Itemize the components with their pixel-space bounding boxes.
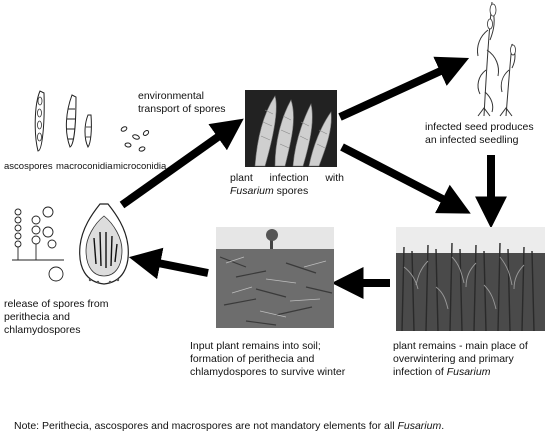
infected-seed-line-2: an infected seedling [425,134,519,146]
plant-remains-fusarium: Fusarium [446,366,491,378]
plant-infection-line-1: plant infection with [230,172,344,184]
input-remains-label: Input plant remains into soil; formation… [190,340,375,379]
env-transport-line-1: environmental [138,90,204,102]
spores-illustration [34,90,150,152]
microconidia-label: microconidia [113,161,167,172]
release-spores-line-2: perithecia and [4,311,70,323]
plant-infection-line-2: Fusarium spores [230,185,344,198]
ascospores-drawing [34,90,45,152]
macroconidia-label: macroconidia [56,161,113,172]
input-remains-line-1: Input plant remains into soil; [190,340,321,352]
footnote-suffix: . [441,420,445,432]
fusarium-italic: Fusarium [230,185,274,197]
spores-word: spores [273,185,309,197]
arrow-wheat-to-field [340,143,471,214]
arrow-wheat-to-plant [338,56,470,121]
env-transport-line-2: transport of spores [138,103,226,115]
input-remains-line-3: chlamydospores to survive winter [190,366,346,378]
wheat-photo [245,90,337,167]
release-spores-label: release of spores from perithecia and ch… [4,298,134,337]
infected-seed-label: infected seed produces an infected seedl… [425,121,550,147]
footnote-prefix: Note: Perithecia, ascospores and macrosp… [14,420,398,432]
plant-remains-label: plant remains - main place of overwinter… [393,340,550,379]
arrow-soil-to-perithecia [128,247,209,280]
ascospores-label: ascospores [4,161,53,172]
plant-infection-label: plant infection with Fusarium spores [230,172,344,198]
plant-remains-line-2: overwintering and primary [393,353,514,365]
footnote: Note: Perithecia, ascospores and macrosp… [14,420,444,432]
plant-remains-line-1: plant remains - main place of [393,340,528,352]
footnote-italic: Fusarium [397,420,442,432]
input-remains-line-2: formation of perithecia and [190,353,315,365]
perithecia-drawing [12,203,129,285]
macroconidia-drawing [65,94,92,148]
corn-field-photo [396,227,545,331]
infected-seedling-drawing [477,1,516,117]
plant-remains-line-3a: infection of [393,366,447,378]
release-spores-line-1: release of spores from [4,298,109,310]
plant-remains-line-3: infection of Fusarium [393,366,550,379]
soil-photo [216,227,334,328]
release-spores-line-3: chlamydospores [4,324,81,336]
env-transport-label: environmental transport of spores [138,90,248,116]
arrow-spores-to-wheat [119,118,244,209]
microconidia-drawing [120,126,150,152]
infected-seed-line-1: infected seed produces [425,121,534,133]
